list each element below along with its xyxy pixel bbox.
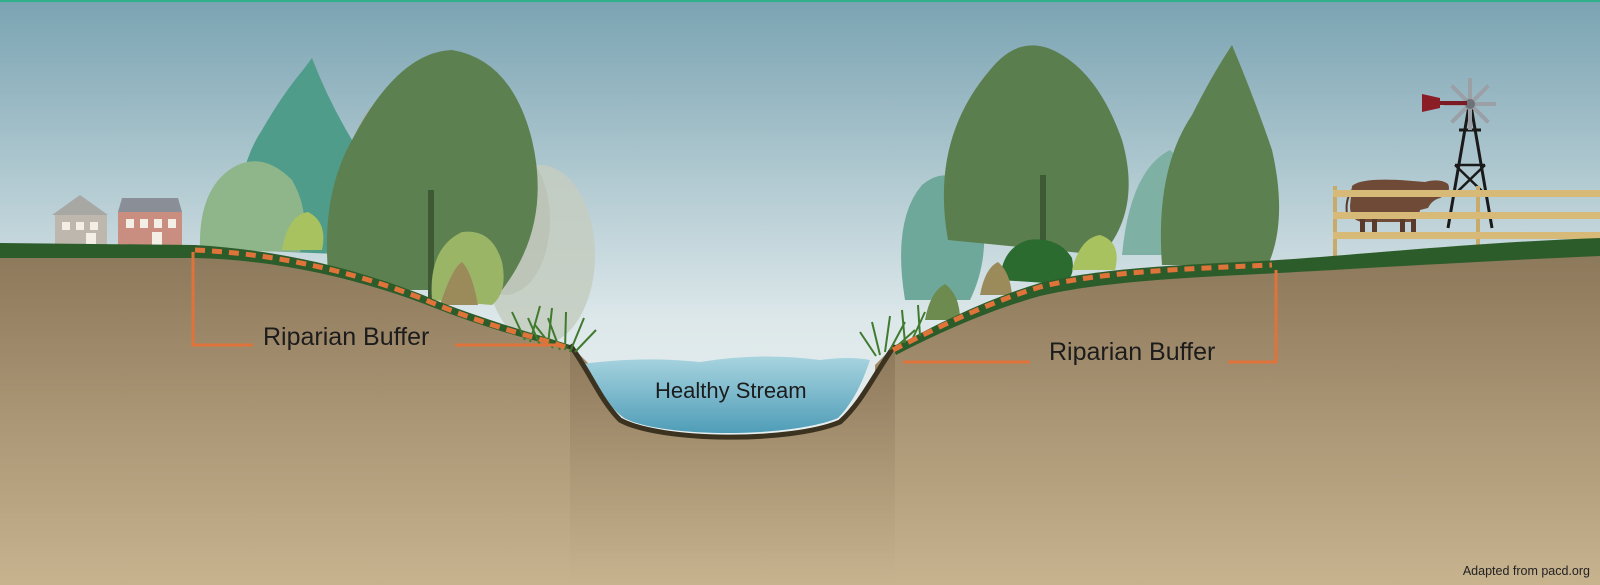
right-riparian-buffer-label: Riparian Buffer (1049, 338, 1216, 366)
stream-bank-outline (567, 343, 898, 440)
stream-water (582, 356, 870, 433)
left-trees (199, 50, 595, 345)
house-icon (52, 195, 108, 247)
top-border (0, 0, 1600, 2)
right-buffer-marker (891, 262, 1278, 364)
left-grass (0, 243, 572, 350)
stream-bed (570, 345, 895, 585)
left-riparian-buffer-label: Riparian Buffer (263, 323, 430, 351)
right-ground (875, 252, 1600, 585)
right-trees (901, 45, 1280, 320)
source-credit: Adapted from pacd.org (1462, 563, 1590, 578)
fence-icon (1333, 186, 1600, 262)
house-icon (118, 198, 182, 247)
healthy-stream-label: Healthy Stream (655, 378, 807, 403)
left-buffer-marker (191, 247, 569, 351)
left-ground (0, 248, 590, 585)
right-grass (893, 238, 1600, 355)
